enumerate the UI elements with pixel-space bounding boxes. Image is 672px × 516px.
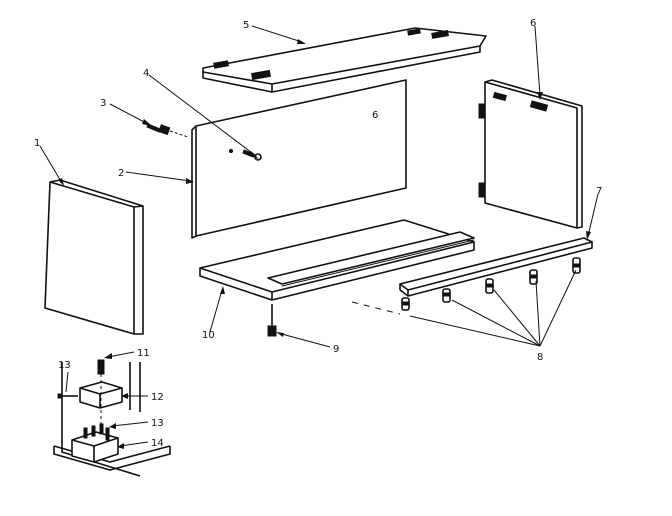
panel-mark: 6 [372, 110, 378, 121]
callout-7: 7 [596, 186, 602, 197]
part-10-bottom-shelf [199, 219, 475, 301]
callout-5: 5 [243, 20, 249, 31]
callout-14: 14 [151, 438, 164, 449]
callout-13-upper: 13 [58, 360, 71, 371]
foot-assembly [53, 359, 171, 477]
part-9-screw [267, 304, 277, 337]
part-1-side-panel [44, 179, 144, 335]
callout-9: 9 [333, 344, 339, 355]
callout-13-lower: 13 [151, 418, 164, 429]
callout-6: 6 [530, 18, 536, 29]
part-6-right-panel [478, 79, 583, 229]
part-7-rail [399, 237, 593, 297]
callout-3: 3 [100, 98, 106, 109]
part-8-dowels [351, 257, 581, 315]
callout-10: 10 [202, 330, 215, 341]
callout-2: 2 [118, 168, 124, 179]
leader-lines [39, 25, 599, 449]
callout-8: 8 [537, 352, 543, 363]
part-2-back-panel: 6 [191, 79, 407, 239]
part-5-top-shelf [202, 27, 487, 93]
callout-12: 12 [151, 392, 164, 403]
callout-numbers: 1 2 3 4 5 6 7 8 9 10 11 12 13 13 14 [34, 18, 602, 449]
callout-11: 11 [137, 348, 150, 359]
callout-1: 1 [34, 138, 40, 149]
callout-4: 4 [143, 68, 149, 79]
part-3-bolt [146, 123, 189, 138]
